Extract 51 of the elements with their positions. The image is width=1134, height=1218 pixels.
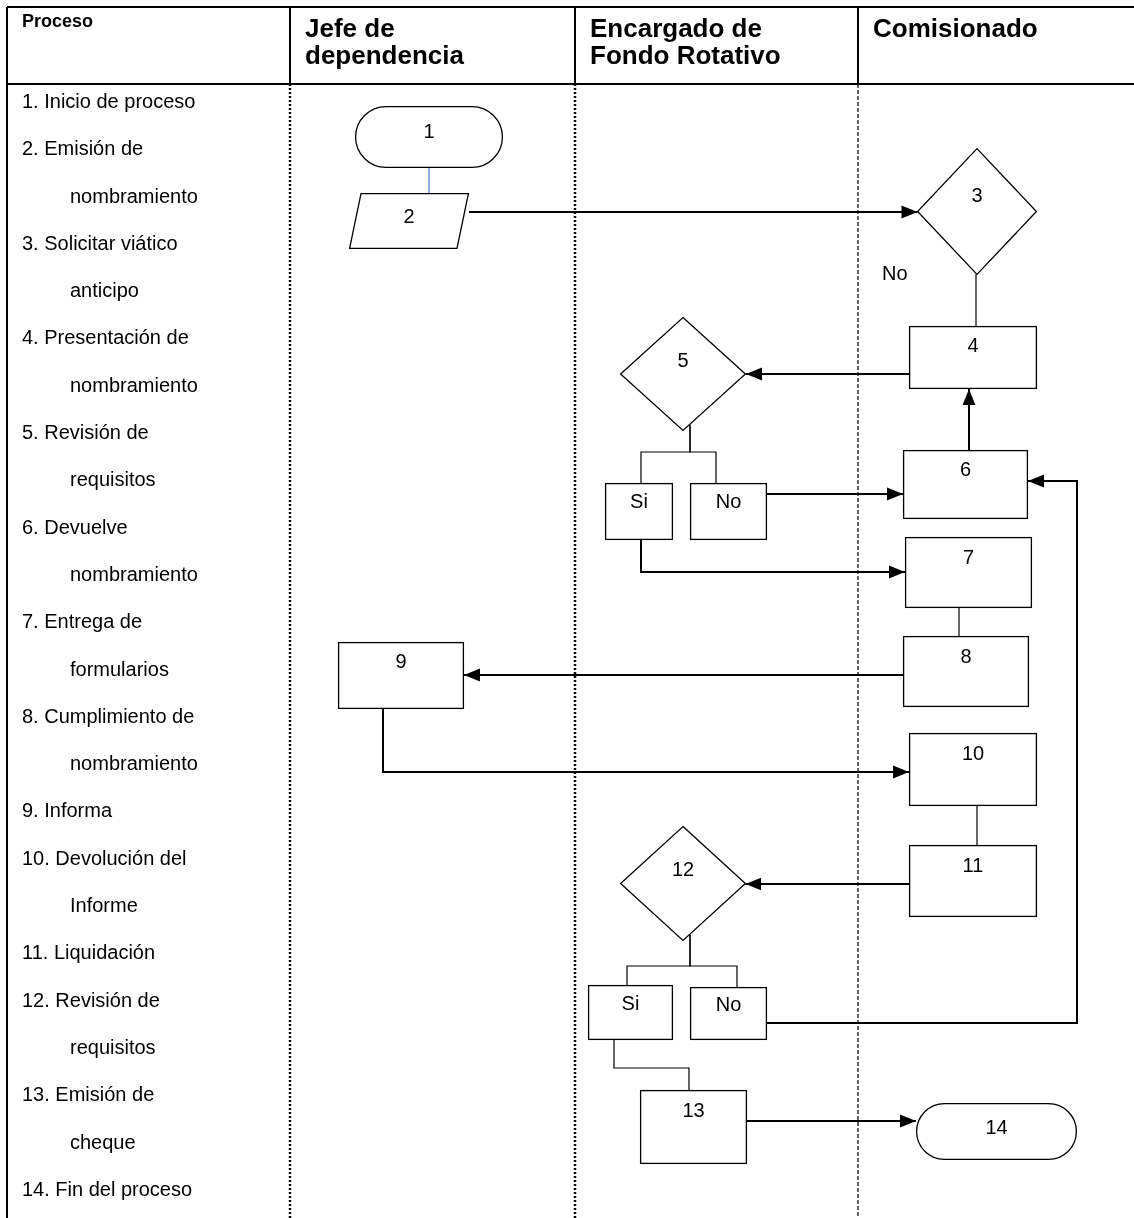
connector-line [428, 167, 430, 194]
process-box: 8 [903, 636, 1029, 707]
input-parallelogram: 2 [349, 193, 469, 249]
decision-diamond: 12 [620, 826, 746, 941]
process-step-text: 14. Fin del proceso [22, 1176, 194, 1202]
connector-line [689, 424, 717, 484]
arrow [382, 708, 910, 779]
process-step-text: 2. Emisión de nombramiento [22, 136, 199, 209]
arrow [766, 487, 904, 501]
process-step-text: 9. Informa [22, 798, 114, 824]
process-box: 6 [903, 450, 1028, 519]
process-box: 4 [909, 326, 1037, 389]
process-box: No [690, 987, 767, 1040]
process-box: 9 [338, 642, 464, 709]
process-step-text: 8. Cumplimiento de nombramiento [22, 703, 199, 777]
column-header: Encargado de Fondo Rotativo [590, 15, 782, 70]
process-step-text: 10. Devolución del Informe [22, 845, 188, 919]
process-step-text: 13. Emisión de cheque [22, 1082, 156, 1155]
column-header: Comisionado [873, 15, 1039, 43]
process-step-text: 4. Presentación de nombramiento [22, 325, 199, 398]
process-step-text: 6. Devuelve nombramiento [22, 514, 199, 587]
column-header: Jefe de dependencia [305, 15, 465, 70]
process-box: 7 [905, 537, 1032, 608]
process-step-text: 5. Revisión de requisitos [22, 420, 157, 493]
process-box: Si [605, 483, 673, 540]
connector-line [689, 934, 738, 988]
process-step-text: 1. Inicio de proceso [22, 89, 197, 114]
arrow [468, 205, 919, 219]
connector-line [976, 805, 978, 846]
process-box: 11 [909, 845, 1037, 917]
process-box: 13 [640, 1090, 747, 1164]
connector-line [613, 1039, 690, 1091]
connector-line [958, 607, 960, 637]
arrow [744, 877, 910, 891]
arrow [766, 474, 1078, 1024]
arrow [962, 388, 976, 451]
arrow [640, 539, 906, 579]
process-step-text: 3. Solicitar viático anticipo [22, 230, 179, 304]
process-step-text: 12. Revisión de requisitos [22, 987, 161, 1060]
process-step-text: 7. Entrega de formularios [22, 609, 170, 682]
arrow [463, 668, 904, 682]
process-step-text: 11. Liquidación [22, 940, 157, 966]
process-box: No [690, 483, 767, 540]
process-box: Si [588, 985, 673, 1040]
arrow [746, 1114, 917, 1128]
decision-diamond: 5 [620, 317, 746, 431]
column-header: Proceso [22, 12, 95, 31]
process-box: 10 [909, 733, 1037, 806]
arrow [745, 367, 910, 381]
connector-line [975, 273, 977, 327]
decision-diamond: 3 [917, 148, 1037, 275]
